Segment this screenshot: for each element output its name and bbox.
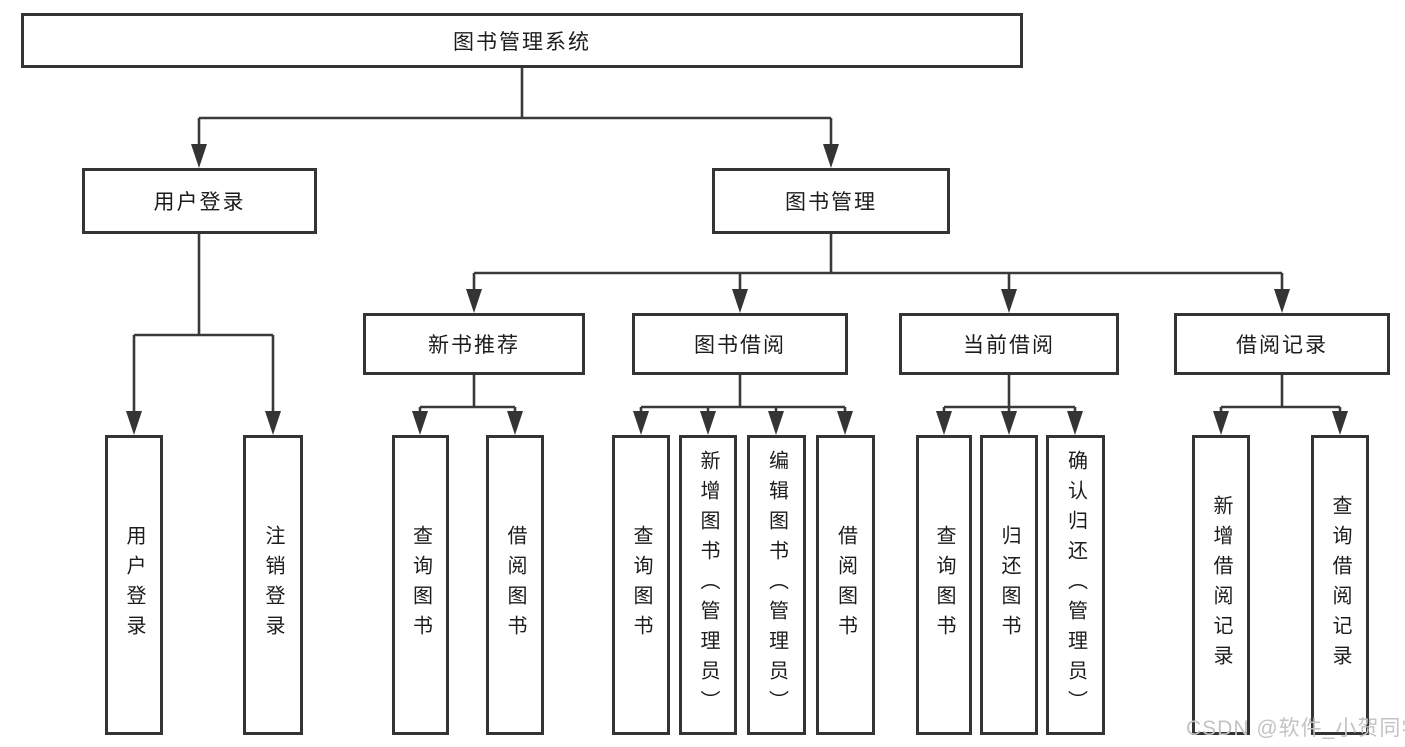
node-borrow-records-label: 借阅记录 [1236,334,1328,357]
node-root-label: 图书管理系统 [453,30,591,54]
leaf-newbooks-query: 查询图书 [392,435,449,735]
node-root: 图书管理系统 [21,13,1023,68]
leaf-borrow-query: 查询图书 [612,435,670,735]
node-borrow-records: 借阅记录 [1174,313,1390,375]
leaf-records-query-label: 查询借阅记录 [1329,495,1351,675]
node-book-management-label: 图书管理 [785,191,877,214]
leaf-newbooks-borrow-label: 借阅图书 [504,525,526,645]
leaf-user-login: 用户登录 [105,435,163,735]
leaf-records-add: 新增借阅记录 [1192,435,1250,735]
node-book-management: 图书管理 [712,168,950,234]
leaf-current-confirm-admin-label: 确认归还（管理员） [1064,450,1087,720]
node-book-borrow: 图书借阅 [632,313,848,375]
leaf-current-return-label: 归还图书 [998,525,1020,645]
leaf-borrow-borrow-label: 借阅图书 [834,525,857,645]
leaf-newbooks-borrow: 借阅图书 [486,435,544,735]
leaf-borrow-edit-admin: 编辑图书（管理员） [747,435,806,735]
leaf-current-query-label: 查询图书 [933,525,955,645]
leaf-borrow-add-admin-label: 新增图书（管理员） [697,450,719,720]
leaf-borrow-borrow: 借阅图书 [816,435,875,735]
leaf-records-add-label: 新增借阅记录 [1210,495,1232,675]
leaf-current-return: 归还图书 [980,435,1038,735]
node-current-borrow-label: 当前借阅 [963,334,1055,357]
node-new-book-recommend: 新书推荐 [363,313,585,375]
leaf-logout-label: 注销登录 [262,525,284,645]
leaf-borrow-query-label: 查询图书 [630,525,652,645]
leaf-newbooks-query-label: 查询图书 [409,525,432,645]
leaf-logout: 注销登录 [243,435,303,735]
node-user-login: 用户登录 [82,168,317,234]
node-book-borrow-label: 图书借阅 [694,334,786,357]
leaf-records-query: 查询借阅记录 [1311,435,1369,735]
leaf-user-login-label: 用户登录 [123,525,145,645]
node-user-login-label: 用户登录 [153,191,246,214]
leaf-borrow-add-admin: 新增图书（管理员） [679,435,737,735]
csdn-watermark: CSDN @软件_小贺同学 [1186,717,1405,740]
leaf-borrow-edit-admin-label: 编辑图书（管理员） [765,450,788,720]
leaf-current-confirm-admin: 确认归还（管理员） [1046,435,1105,735]
node-current-borrow: 当前借阅 [899,313,1119,375]
leaf-current-query: 查询图书 [916,435,972,735]
node-new-book-recommend-label: 新书推荐 [428,334,520,357]
